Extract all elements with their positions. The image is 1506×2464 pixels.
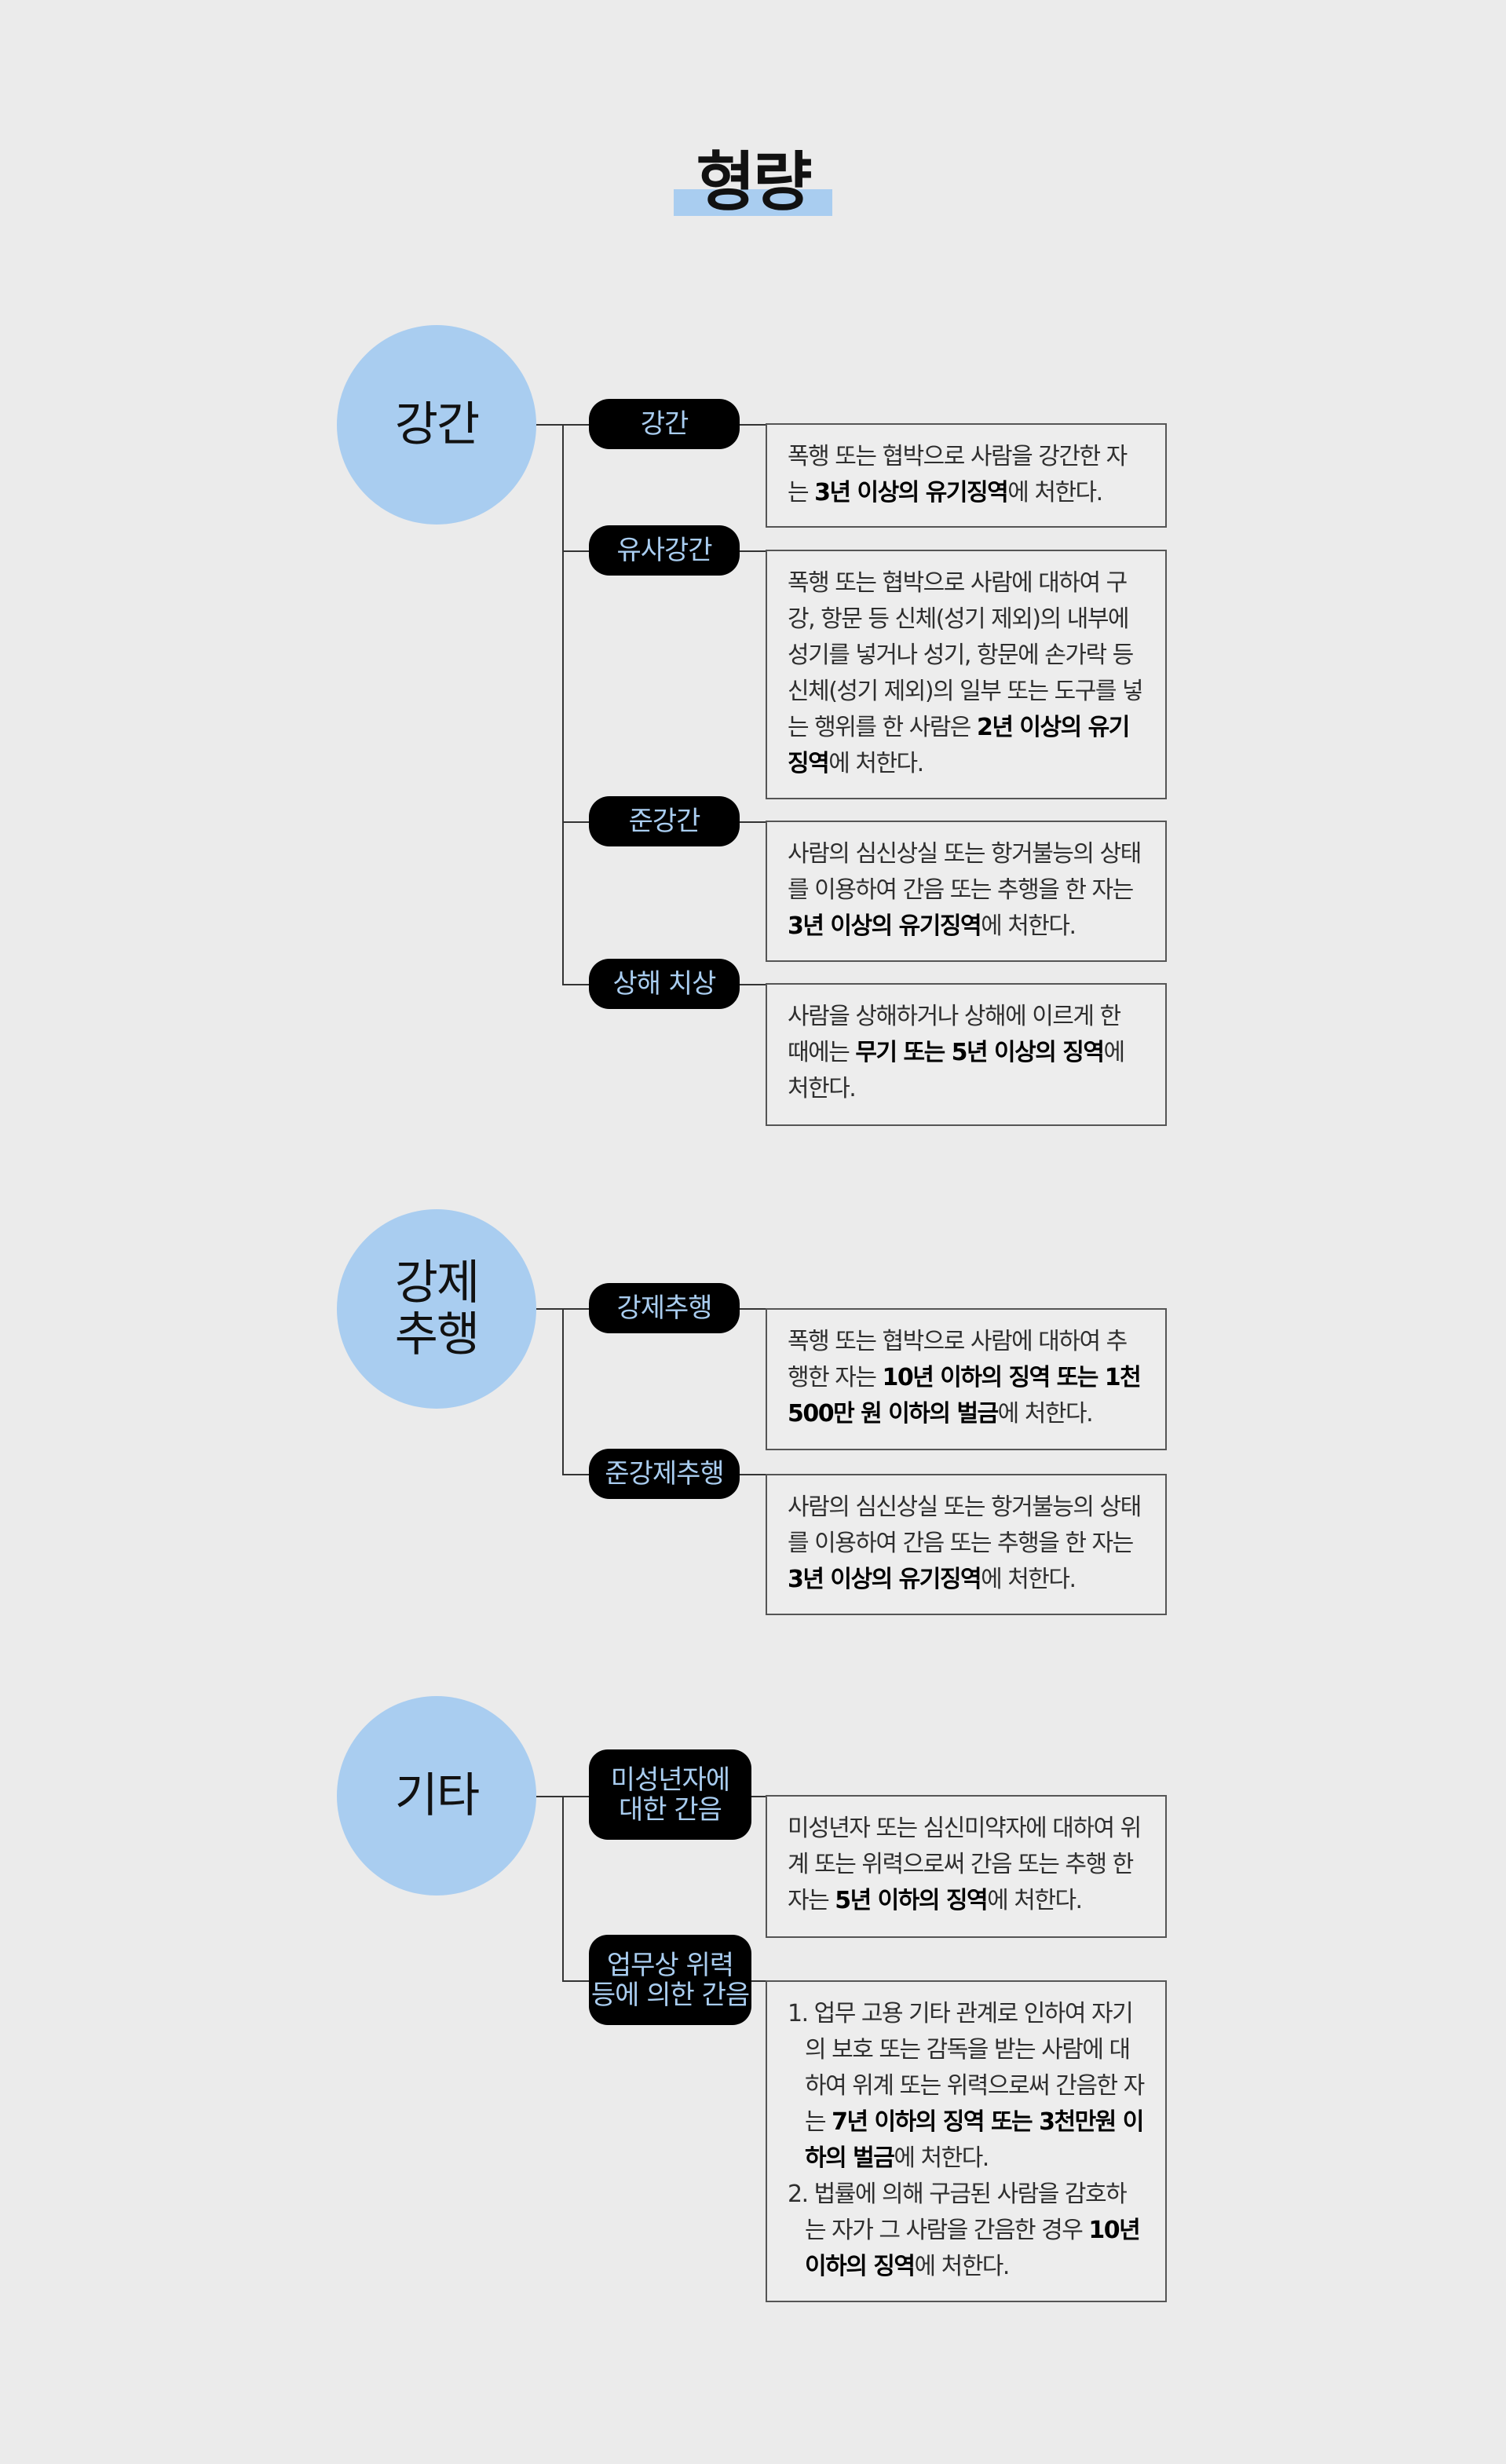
- list-item: 2. 법률에 의해 구금된 사람을 감호하는 자가 그 사람을 간음한 경우 1…: [788, 2181, 1141, 2280]
- branch-line: [562, 1474, 589, 1475]
- description-box: 미성년자 또는 심신미약자에 대하여 위계 또는 위력으로써 간음 또는 추행 …: [766, 1795, 1167, 1938]
- branch-line: [562, 550, 589, 552]
- connector-line: [740, 550, 767, 552]
- connector-line: [751, 1796, 767, 1797]
- connector-line: [740, 984, 767, 985]
- connector-line: [751, 1980, 767, 1982]
- pill-label: 준강간: [589, 796, 740, 846]
- pill-label: 상해 치상: [589, 959, 740, 1009]
- pill-label: 업무상 위력 등에 의한 간음: [589, 1935, 751, 2025]
- connector-line: [740, 424, 767, 426]
- trunk-line: [562, 1308, 564, 1475]
- category-circle: 강간: [337, 325, 536, 525]
- list-item: 1. 업무 고용 기타 관계로 인하여 자기의 보호 또는 감독을 받는 사람에…: [788, 2000, 1145, 2172]
- description-box: 폭행 또는 협박으로 사람에 대하여 구강, 항문 등 신체(성기 제외)의 내…: [766, 550, 1167, 799]
- pill-label: 강제추행: [589, 1283, 740, 1333]
- description-box: 폭행 또는 협박으로 사람에 대하여 추행한 자는 10년 이하의 징역 또는 …: [766, 1308, 1167, 1450]
- description-box: 사람을 상해하거나 상해에 이르게 한 때에는 무기 또는 5년 이상의 징역에…: [766, 983, 1167, 1126]
- description-box: 폭행 또는 협박으로 사람을 강간한 자는 3년 이상의 유기징역에 처한다.: [766, 423, 1167, 528]
- description-box: 사람의 심신상실 또는 항거불능의 상태를 이용하여 간음 또는 추행을 한 자…: [766, 821, 1167, 962]
- connector-line: [740, 1308, 767, 1310]
- branch-line: [562, 821, 589, 823]
- connector-line: [740, 1474, 767, 1475]
- pill-label: 강간: [589, 399, 740, 449]
- pill-label: 준강제추행: [589, 1449, 740, 1499]
- title-highlight-bar: [674, 189, 832, 216]
- trunk-line: [562, 424, 564, 985]
- branch-line: [562, 984, 589, 985]
- category-circle: 기타: [337, 1696, 536, 1896]
- description-box: 사람의 심신상실 또는 항거불능의 상태를 이용하여 간음 또는 추행을 한 자…: [766, 1474, 1167, 1615]
- description-box: 1. 업무 고용 기타 관계로 인하여 자기의 보호 또는 감독을 받는 사람에…: [766, 1980, 1167, 2302]
- connector-line: [740, 821, 767, 823]
- pill-label: 유사강간: [589, 525, 740, 576]
- category-circle: 강제 추행: [337, 1209, 536, 1409]
- trunk-line: [562, 1796, 564, 1981]
- branch-line: [562, 1980, 589, 1982]
- page-title: 형량: [696, 145, 813, 220]
- pill-label: 미성년자에 대한 간음: [589, 1749, 751, 1840]
